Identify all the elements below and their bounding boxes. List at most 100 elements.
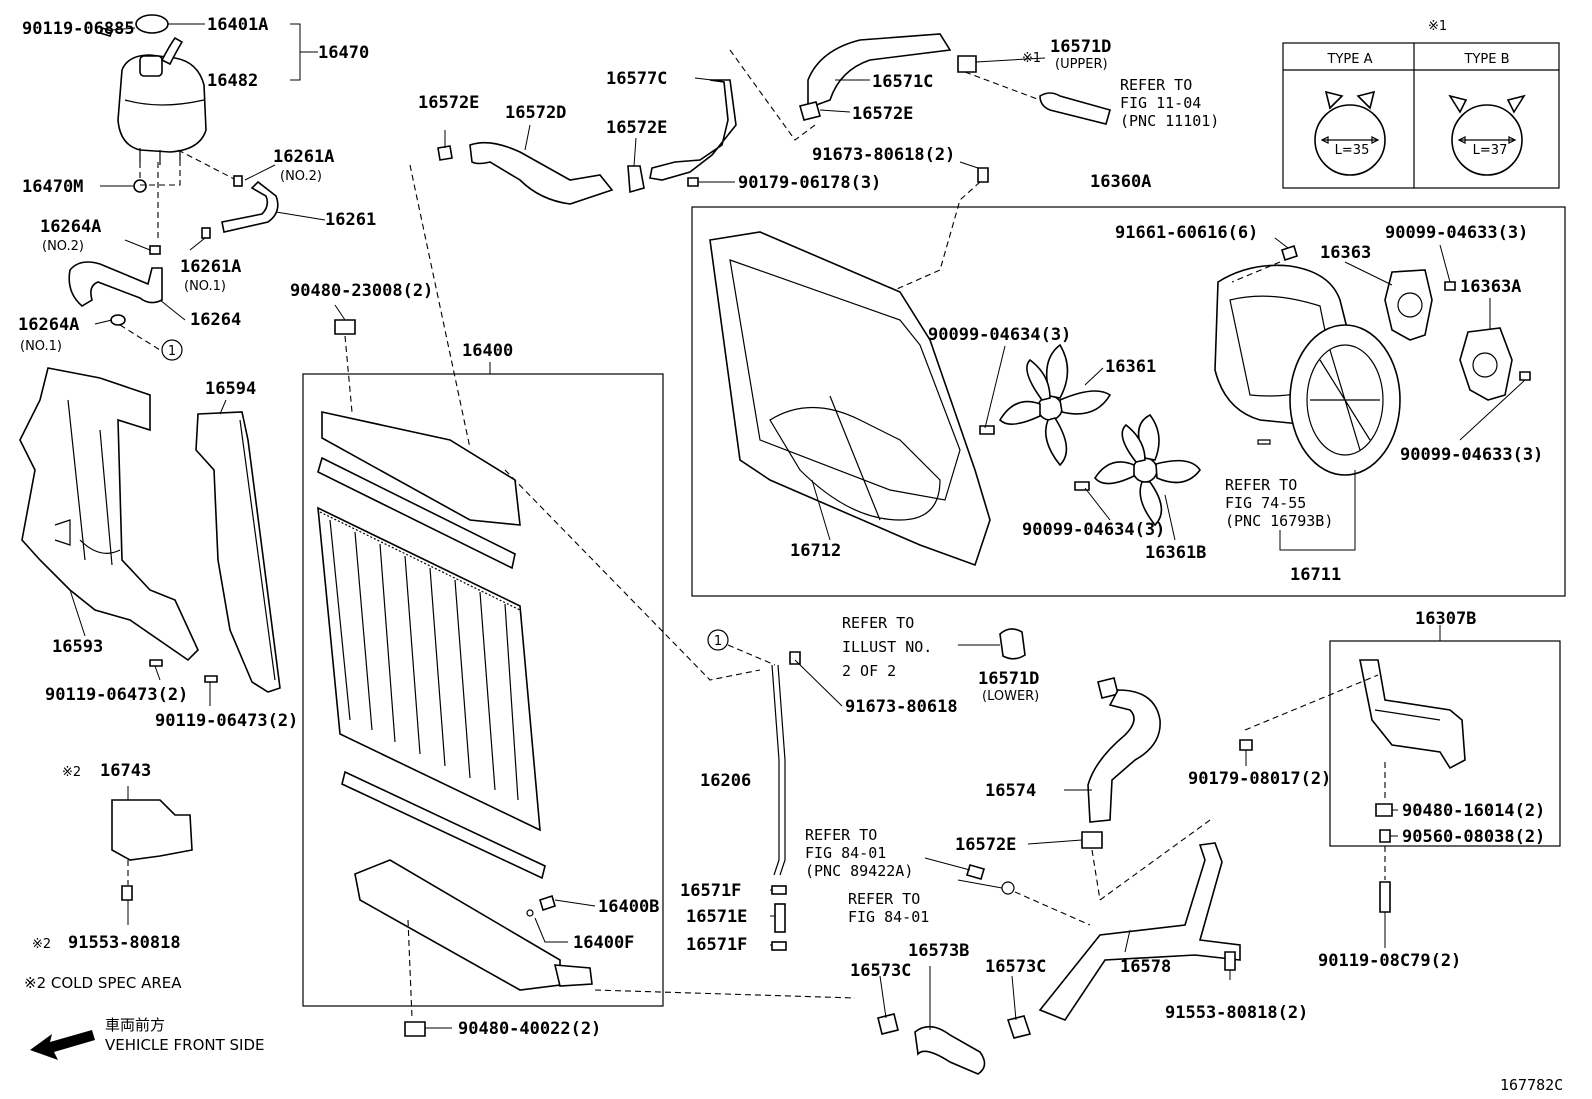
bolt-90179-06178 — [687, 177, 699, 187]
label-16261A-no2: 16261A — [273, 147, 334, 167]
note-front-jp: 車両前方 — [105, 1016, 165, 1034]
clamp-16572E-c — [799, 101, 821, 121]
air-guide-16593 — [19, 367, 199, 662]
label-16261: 16261 — [325, 210, 376, 230]
label-16361B: 16361B — [1145, 543, 1206, 563]
label-16482: 16482 — [207, 71, 258, 91]
ref-fig-74-55-line1: REFER TO — [1225, 476, 1297, 494]
label-mark1-upper: ※1 — [1022, 51, 1041, 66]
label-16400F: 16400F — [573, 933, 634, 953]
label-16261A-no1-sub: (NO.1) — [184, 279, 226, 294]
hose-16572D — [469, 141, 614, 205]
label-16572E-c: 16572E — [852, 104, 913, 124]
cushion-90480-16014 — [1375, 803, 1393, 817]
label-16578: 16578 — [1120, 957, 1171, 977]
label-91553-80818-b: 91553-80818(2) — [1165, 1003, 1308, 1023]
label-16363A: 16363A — [1460, 277, 1521, 297]
collar-90560-08038 — [1379, 829, 1391, 843]
label-16571C: 16571C — [872, 72, 933, 92]
clamp-16572E-a — [437, 145, 453, 161]
pipe-16578 — [1038, 842, 1241, 1021]
label-16572E-d: 16572E — [955, 835, 1016, 855]
ref-fig-84-01b-line2: FIG 84-01 — [848, 908, 929, 926]
bolt-90099-04633-b — [1519, 371, 1531, 381]
label-90099-04634-a: 90099-04634(3) — [928, 325, 1071, 345]
label-90119-06473-b: 90119-06473(2) — [155, 711, 298, 731]
label-16264A-no2: 16264A — [40, 217, 101, 237]
clamp-16571F-b — [771, 941, 787, 951]
label-90099-04633-b: 90099-04633(3) — [1400, 445, 1543, 465]
label-16743: 16743 — [100, 761, 151, 781]
label-16593: 16593 — [52, 637, 103, 657]
clamp-type-a-drawing — [1314, 90, 1386, 176]
label-16577C: 16577C — [606, 69, 667, 89]
label-16571D-upper-sub: (UPPER) — [1055, 57, 1108, 72]
bolt-90119-06473-b — [204, 675, 218, 683]
hose-16574 — [1087, 689, 1161, 823]
label-16571D-lower-sub: (LOWER) — [982, 689, 1039, 704]
label-90480-40022: 90480-40022(2) — [458, 1019, 601, 1039]
clamp-type-b-length: L=37 — [1473, 143, 1508, 158]
hose-16573B — [914, 1025, 986, 1075]
clamp-16572E-b — [627, 165, 645, 194]
label-16361: 16361 — [1105, 357, 1156, 377]
callout-circle-1-lower — [707, 629, 729, 651]
callout-circle-1-top — [161, 339, 183, 361]
pipe-16577C — [649, 79, 737, 181]
label-16264A-no1: 16264A — [18, 315, 79, 335]
label-16571F-a: 16571F — [680, 881, 741, 901]
label-16572D: 16572D — [505, 103, 566, 123]
label-90560-08038: 90560-08038(2) — [1402, 827, 1545, 847]
label-mark2-91553: ※2 — [32, 937, 51, 952]
bolt-91661-60616 — [1281, 244, 1298, 262]
ref-fig-74-55-line2: FIG 74-55 — [1225, 494, 1306, 512]
label-16571F-b: 16571F — [686, 935, 747, 955]
clamp-16264A-no1 — [110, 314, 126, 326]
deflector-16743 — [111, 799, 193, 861]
note-cold-spec-area: ※2 COLD SPEC AREA — [24, 974, 182, 992]
hose-16571E — [774, 903, 786, 933]
clamp-type-table — [1282, 42, 1560, 189]
label-90119-08C79: 90119-08C79(2) — [1318, 951, 1461, 971]
bolt-90119-06473-a — [149, 659, 163, 667]
vehicle-front-arrow-icon — [30, 1030, 95, 1060]
hose-ref-illust-2 — [999, 628, 1026, 660]
label-91661-60616: 91661-60616(6) — [1115, 223, 1258, 243]
label-90179-08017: 90179-08017(2) — [1188, 769, 1331, 789]
bracket-16307B — [1359, 659, 1466, 770]
label-16573B: 16573B — [908, 941, 969, 961]
label-90119-06885: 90119-06885 — [22, 19, 135, 39]
label-16261A-no1: 16261A — [180, 257, 241, 277]
label-16264: 16264 — [190, 310, 241, 330]
hose-16261 — [221, 180, 279, 233]
clamp-table-mark: ※1 — [1428, 19, 1447, 34]
fan-motor-16363A — [1459, 327, 1513, 401]
note-front-en: VEHICLE FRONT SIDE — [105, 1036, 265, 1054]
clamp-16572E-d — [1081, 831, 1103, 849]
gasket-ref-84-01 — [1001, 881, 1015, 895]
callout-1-lower-text: 1 — [714, 634, 722, 649]
reservoir-cap — [135, 14, 169, 34]
label-16261A-no2-sub: (NO.2) — [280, 169, 322, 184]
label-16574: 16574 — [985, 781, 1036, 801]
label-90179-06178: 90179-06178(3) — [738, 173, 881, 193]
clamp-16261A-no1 — [201, 227, 211, 239]
clamp-16261A-no2 — [233, 175, 243, 187]
air-guide-16594 — [195, 411, 281, 693]
fan-shroud-assembly-box — [691, 206, 1566, 597]
cushion-90480-23008 — [334, 319, 356, 335]
label-90099-04634-b: 90099-04634(3) — [1022, 520, 1165, 540]
ref-fig-84-01a-line3: (PNC 89422A) — [805, 862, 913, 880]
ref-illust-line3: 2 OF 2 — [842, 662, 896, 680]
leader-lines — [69, 23, 1526, 1030]
clamp-type-a-length: L=35 — [1335, 143, 1370, 158]
label-16594: 16594 — [205, 379, 256, 399]
label-16360A: 16360A — [1090, 172, 1151, 192]
ref-fig-84-01a-line1: REFER TO — [805, 826, 877, 844]
label-90480-23008: 90480-23008(2) — [290, 281, 433, 301]
label-90480-16014: 90480-16014(2) — [1402, 801, 1545, 821]
clamp-16573C-a — [877, 1013, 899, 1035]
hose-16264 — [68, 261, 163, 307]
bolt-91673-80618-lower — [789, 651, 801, 665]
